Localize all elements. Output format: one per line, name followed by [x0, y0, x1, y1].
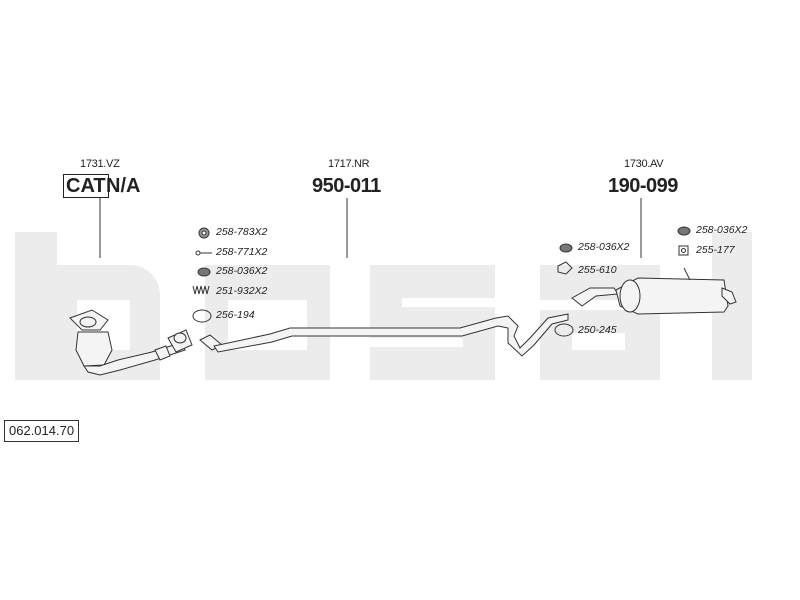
spring-icon [192, 285, 210, 295]
part-label-250-245: 250-245 [578, 324, 617, 336]
rear-silencer-number: 190-099 [608, 175, 678, 197]
ring-icon [192, 309, 212, 323]
part-label-258-036-right: 258-036X2 [696, 224, 748, 236]
rubber-mount-icon [559, 243, 573, 253]
rear-silencer-drawing [571, 267, 737, 315]
catalyst-number: N/A [106, 175, 141, 197]
rear-silencer-ref: 1730.AV [624, 158, 664, 170]
part-label-258-036: 258-036X2 [216, 265, 268, 277]
rubber-mount-icon [197, 267, 211, 277]
diagram-code: 062.014.70 [4, 420, 80, 442]
center-pipe-ref: 1717.NR [328, 158, 370, 170]
part-label-258-036-mid: 258-036X2 [578, 241, 630, 253]
part-label-258-771: 258-771X2 [216, 246, 268, 258]
center-pipe-number: 950-011 [312, 175, 381, 197]
catalyst-drawing [69, 309, 193, 376]
center-pipe-drawing [199, 313, 569, 357]
catalyst-label: CAT [63, 174, 109, 198]
band-clamp-icon [554, 323, 574, 337]
part-label-256-194: 256-194 [216, 309, 255, 321]
part-label-258-783: 258-783X2 [216, 226, 268, 238]
part-label-255-610: 255-610 [578, 264, 617, 276]
part-label-255-177: 255-177 [696, 244, 735, 256]
rubber-mount-icon [677, 226, 691, 236]
catalyst-ref: 1731.VZ [80, 158, 120, 170]
part-label-251-932: 251-932X2 [216, 285, 268, 297]
hanger-icon [678, 245, 689, 256]
clamp-icon [557, 261, 573, 275]
